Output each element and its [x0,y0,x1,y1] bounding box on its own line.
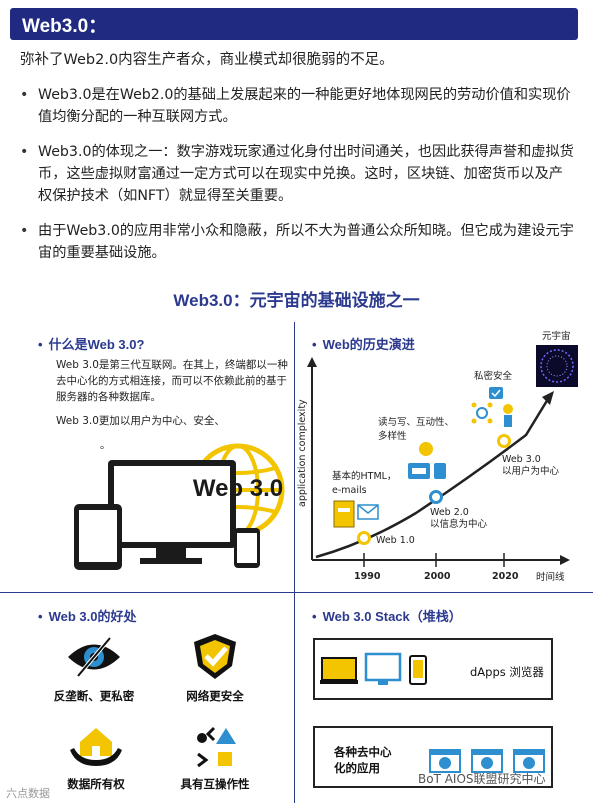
eye-slash-icon [68,636,120,678]
media-devices-icon [408,442,446,479]
curve-arrow [542,391,554,405]
stage-dot-web3 [497,434,511,448]
bullet-list: Web3.0是在Web2.0的基础上发展起来的一种能更好地体现网民的劳动价值和实… [20,84,575,277]
metaverse-label: 元宇宙 [542,330,571,342]
dapp-devices-icon [320,652,427,685]
stage-dot-web1 [357,531,371,545]
user-key-icon [503,404,513,427]
bullet-item: Web3.0的体现之一：数字游戏玩家通过化身付出时间通关，也因此获得声誉和虚拟货… [20,141,575,207]
what-heading-text: 什么是Web 3.0? [48,337,145,352]
history-chart: application complexity 时间线 1990 2000 202… [297,330,578,583]
what-description: Web 3.0是第三代互联网。在其上，终端都以一种去中心化的方式相连接，而可以不… [56,357,288,461]
growth-curve [315,398,550,559]
tick-label-1990: 1990 [354,571,381,582]
note-readwrite: 读与写、互动性、 [378,416,454,428]
benefits-heading: •Web 3.0的好处 [38,609,137,624]
stage-dot-web2 [429,490,443,504]
benefit-label-ownership: 数据所有权 [67,777,125,791]
phone-icon [234,528,260,568]
tablet-icon [74,504,122,570]
shield-check-icon [194,634,236,679]
metaverse-sphere-icon [536,345,578,387]
bullet-item: 由于Web3.0的应用非常小众和隐蔽，所以不大为普通公众所知晓。但它成为建设元宇… [20,220,575,264]
bullet-item: Web3.0是在Web2.0的基础上发展起来的一种能更好地体现网民的劳动价值和实… [20,84,575,128]
benefits-heading-text: Web 3.0的好处 [48,609,137,624]
shield-lock-icon [489,387,503,399]
monitor-icon [108,460,236,564]
note-privacy: 私密安全 [474,370,513,382]
intro-text: 弥补了Web2.0内容生产者众，商业模式却很脆弱的不足。 [20,52,394,68]
page-title: Web3.0： [22,16,108,37]
history-heading-text: Web的历史演进 [322,337,415,352]
note-email: e-mails [332,485,367,496]
benefit-label-privacy: 反垄断、更私密 [53,689,135,703]
what-para-2: Web 3.0更加以用户为中心、安全、 [56,415,225,427]
note-html: 基本的HTML， [332,470,396,482]
what-para-1: Web 3.0是第三代互联网。在其上，终端都以一种去中心化的方式相连接，而可以不… [56,359,288,403]
tick-label-2020: 2020 [492,571,519,582]
note-diversity: 多样性 [378,430,407,442]
shapes-interop-icon [197,726,236,768]
apps-label-1: 各种去中心 [334,745,392,759]
stage-label-web1: Web 1.0 [376,535,415,546]
watermark-right: BoT AIOS联盟研究中心 [418,772,546,786]
what-para-3: 。 [100,439,111,451]
web3-logo-text: Web 3.0 [193,475,283,502]
dapps-label: dApps 浏览器 [470,665,544,679]
benefit-label-interop: 具有互操作性 [180,777,250,791]
stage-label-web2: Web 2.0 [430,507,469,518]
history-heading: •Web的历史演进 [312,337,415,352]
apps-label-2: 化的应用 [334,761,380,775]
x-axis-label: 时间线 [536,571,565,583]
divider-vertical [294,322,295,803]
email-icon [357,504,379,520]
stack-heading: •Web 3.0 Stack（堆栈） [312,609,462,624]
divider-horizontal [0,592,593,593]
stage-sublabel-web2: 以信息为中心 [430,518,488,530]
x-axis-arrow [560,555,570,565]
benefit-label-security: 网络更安全 [186,689,244,703]
title-bar: Web3.0： [10,8,578,40]
infographic-title: Web3.0：元宇宙的基础设施之一 [173,291,420,310]
app-windows-icon [429,749,545,773]
network-nodes-icon [471,402,493,424]
stage-label-web3: Web 3.0 [502,454,541,465]
stage-sublabel-web3: 以用户为中心 [502,465,560,477]
watermark-left: 六点数据 [6,787,50,800]
stack-heading-text: Web 3.0 Stack（堆栈） [322,609,462,624]
hands-home-icon [70,728,122,766]
y-axis-label: application complexity [297,399,308,507]
devices-illustration: Web 3.0 [74,443,285,570]
stack-layer-dapps [313,638,553,700]
y-axis-arrow [307,357,317,367]
tick-label-2000: 2000 [424,571,451,582]
html-doc-icon [333,500,355,528]
what-heading: •什么是Web 3.0? [38,337,145,352]
